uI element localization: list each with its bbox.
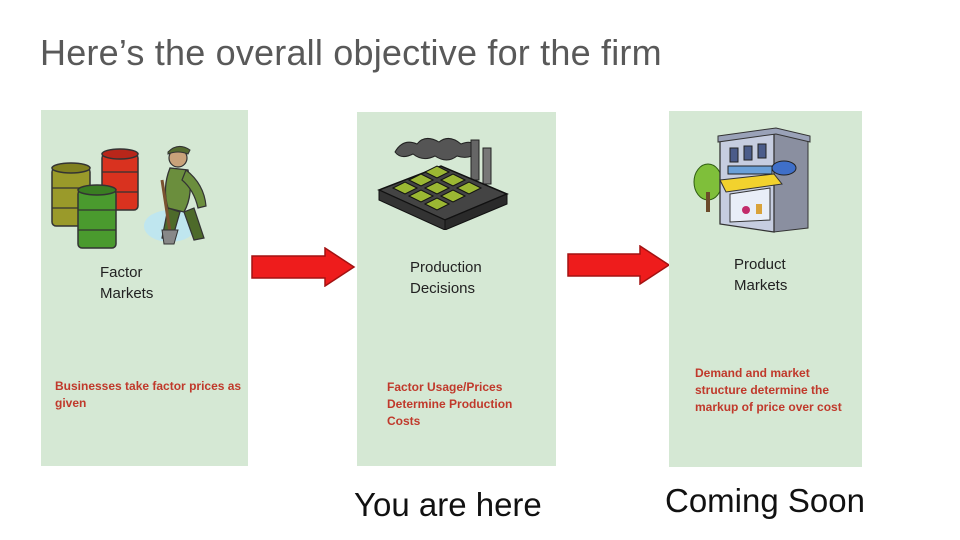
- coming-soon-label: Coming Soon: [665, 482, 865, 519]
- production-decisions-note: Factor Usage/Prices Determine Production…: [387, 380, 513, 428]
- product-markets-label: Product Markets: [734, 256, 788, 294]
- factor-markets-label: Factor Markets: [100, 264, 154, 302]
- production-decisions-label: Production Decisions: [410, 259, 482, 297]
- production-decisions-panel: [357, 112, 556, 466]
- slide-title: Here’s the overall objective for the fir…: [40, 32, 662, 73]
- factory-icon: [377, 138, 509, 230]
- arrow-right-icon: [567, 245, 671, 285]
- arrow-right-icon: [251, 247, 356, 287]
- you-are-here-label: You are here: [354, 486, 542, 523]
- factor-markets-note: Businesses take factor prices as given: [55, 379, 242, 410]
- product-markets-note: Demand and market structure determine th…: [695, 366, 842, 414]
- storefront-icon: [693, 127, 811, 233]
- worker-with-barrels-icon: [51, 146, 207, 249]
